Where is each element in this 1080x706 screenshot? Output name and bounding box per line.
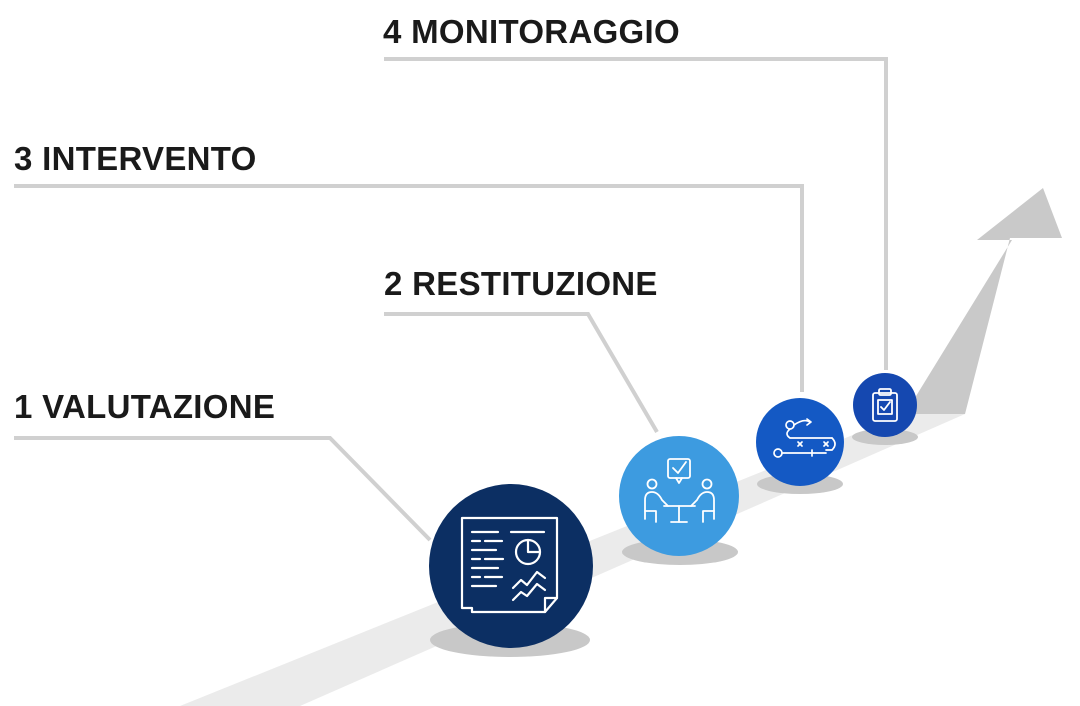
step-2-disc [619, 436, 739, 556]
clipboard-check-icon [872, 388, 898, 422]
meeting-discussion-icon [644, 458, 715, 523]
step-1-disc [429, 484, 593, 648]
strategy-path-icon [773, 418, 836, 458]
step-2-circle [619, 436, 739, 556]
leader-line-4 [384, 57, 888, 370]
step-2-label: 2 RESTITUZIONE [384, 265, 658, 302]
leader-line-1 [14, 436, 432, 542]
step-4-label: 4 MONITORAGGIO [383, 13, 680, 50]
leader-line-3 [14, 184, 804, 392]
report-chart-icon [460, 516, 559, 614]
step-1-circle [429, 484, 593, 648]
step-3-circle [756, 398, 844, 486]
step-1-label: 1 VALUTAZIONE [14, 388, 276, 425]
leader-line-2 [384, 312, 659, 434]
step-3-disc [756, 398, 844, 486]
step-4-circle [853, 373, 917, 437]
step-4-disc [853, 373, 917, 437]
growth-arrow [905, 188, 1062, 414]
step-3-label: 3 INTERVENTO [14, 140, 257, 177]
